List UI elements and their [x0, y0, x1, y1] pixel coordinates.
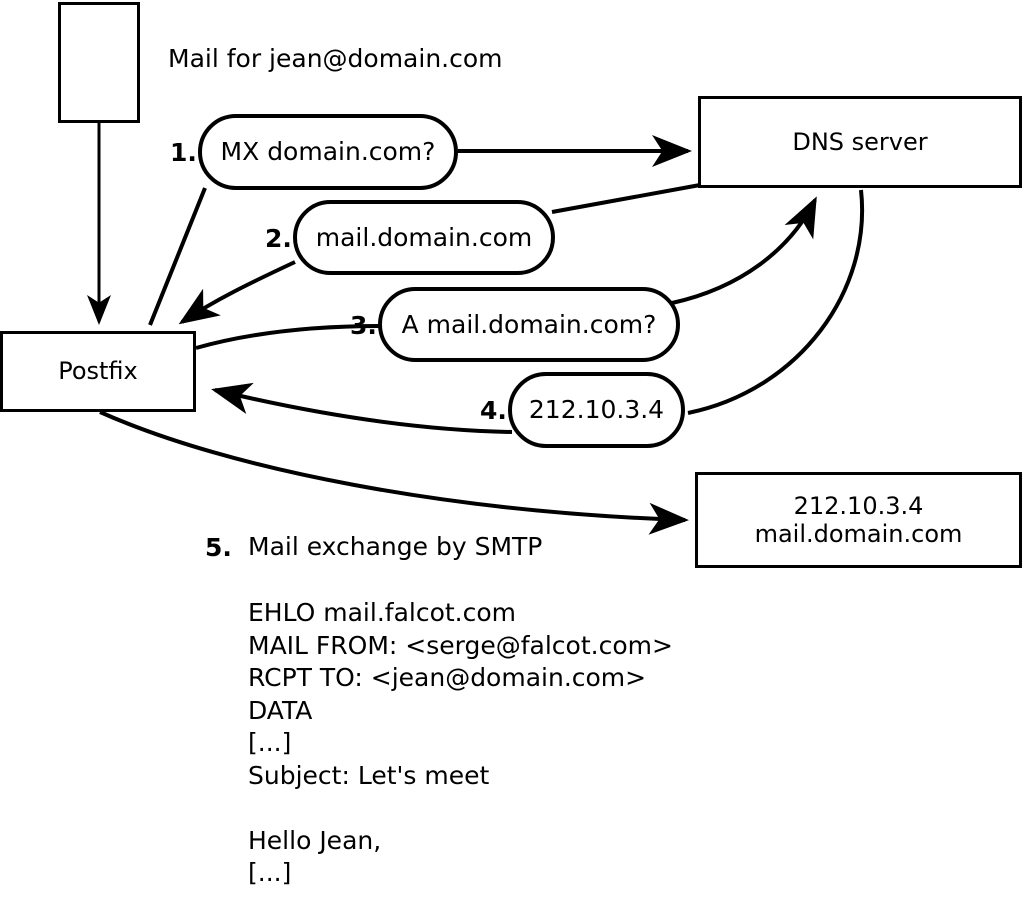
postfix-box[interactable]: Postfix: [0, 331, 196, 412]
wire-dns-to-step2: [551, 183, 701, 214]
sender-host-box[interactable]: [58, 2, 140, 123]
step-3-pill[interactable]: A mail.domain.com?: [378, 287, 680, 362]
step-2-number: 2.: [265, 224, 292, 253]
step-4-pill[interactable]: 212.10.3.4: [508, 372, 685, 448]
wire-step3-to-dns: [671, 196, 817, 305]
wire-dns-to-step4: [687, 189, 865, 415]
wire-postfix-to-step1: [148, 187, 207, 326]
step-1-number: 1.: [170, 138, 197, 167]
target-mail-server-box[interactable]: 212.10.3.4 mail.domain.com: [695, 472, 1022, 568]
step-2-pill[interactable]: mail.domain.com: [293, 200, 555, 275]
step-5-label: Mail exchange by SMTP: [248, 532, 543, 561]
step-3-number: 3.: [350, 311, 377, 340]
step-4-label: 212.10.3.4: [528, 395, 665, 425]
target-mail-server-ip: 212.10.3.4: [793, 491, 924, 520]
wire-step4-to-postfix: [211, 382, 513, 434]
step-1-pill[interactable]: MX domain.com?: [198, 114, 458, 190]
target-mail-server-hostname: mail.domain.com: [754, 520, 963, 548]
step-2-label: mail.domain.com: [315, 222, 533, 252]
step-5-number: 5.: [205, 533, 232, 562]
smtp-transcript: EHLO mail.falcot.com MAIL FROM: <serge@f…: [248, 598, 673, 887]
dns-server-box[interactable]: DNS server: [698, 96, 1022, 188]
step-3-label: A mail.domain.com?: [401, 309, 657, 339]
step-4-number: 4.: [480, 396, 507, 425]
wire-step2-to-postfix: [178, 260, 296, 325]
step-1-label: MX domain.com?: [220, 137, 436, 167]
postfix-label: Postfix: [58, 357, 138, 386]
page-title: Mail for jean@domain.com: [168, 44, 503, 73]
dns-server-label: DNS server: [792, 127, 928, 156]
